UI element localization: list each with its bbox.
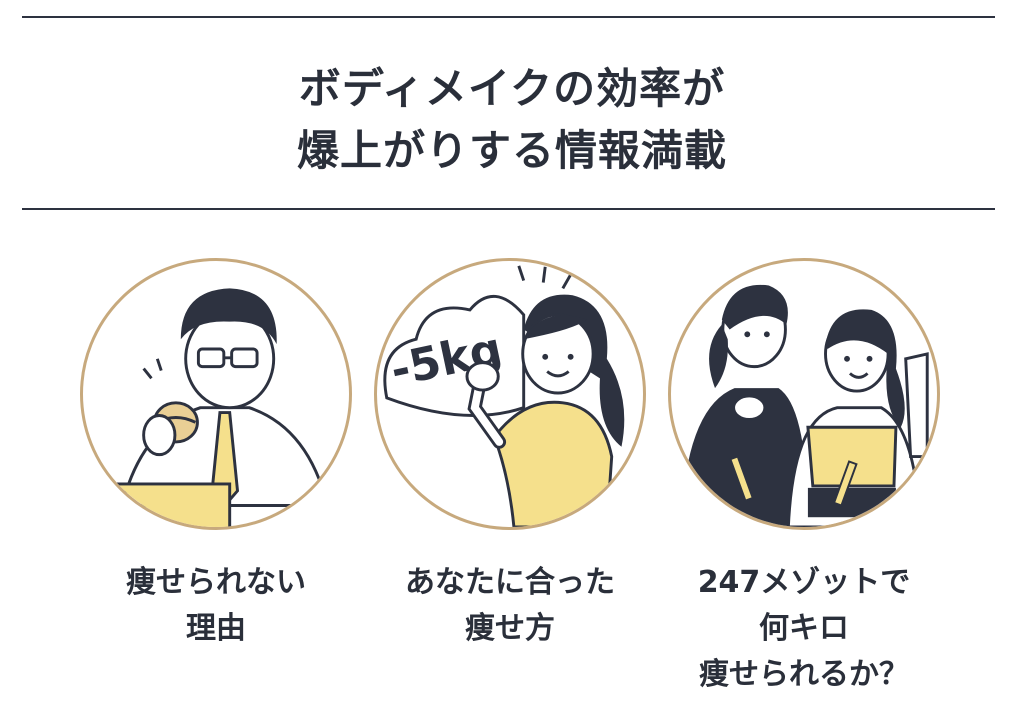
feature-caption: 痩せられない 理由 <box>78 560 354 652</box>
trainer-and-client-illustration <box>680 284 929 527</box>
illustration-circle <box>80 258 352 530</box>
caption-line: 痩せられるか？ <box>699 657 909 692</box>
man-eating-burger-illustration <box>110 288 330 527</box>
top-divider <box>22 16 995 18</box>
caption-line: 何キロ <box>759 611 849 646</box>
feature-caption: あなたに合った 痩せ方 <box>372 560 648 652</box>
caption-line: 痩せ方 <box>465 611 555 646</box>
illustration-circle: -5kg <box>374 258 646 530</box>
page-headline: ボディメイクの効率が 爆上がりする情報満載 <box>0 58 1024 182</box>
woman-fist-pump-illustration: -5kg <box>383 265 625 527</box>
feature-card-method-for-you: -5kg あなたに合った 痩せ方 <box>372 258 648 652</box>
illustration-circle <box>668 258 940 530</box>
feature-card-how-many-kilos: 247メゾットで 何キロ 痩せられるか？ <box>666 258 942 698</box>
caption-line: 痩せられない <box>126 565 306 600</box>
caption-line: 247メゾットで <box>697 565 911 600</box>
middle-divider <box>22 208 995 210</box>
feature-card-why-cant-lose-weight: 痩せられない 理由 <box>78 258 354 652</box>
feature-caption: 247メゾットで 何キロ 痩せられるか？ <box>666 560 942 698</box>
caption-line: あなたに合った <box>405 565 615 600</box>
headline-line-1: ボディメイクの効率が <box>298 64 726 113</box>
caption-line: 理由 <box>186 611 246 646</box>
headline-line-2: 爆上がりする情報満載 <box>296 126 727 175</box>
